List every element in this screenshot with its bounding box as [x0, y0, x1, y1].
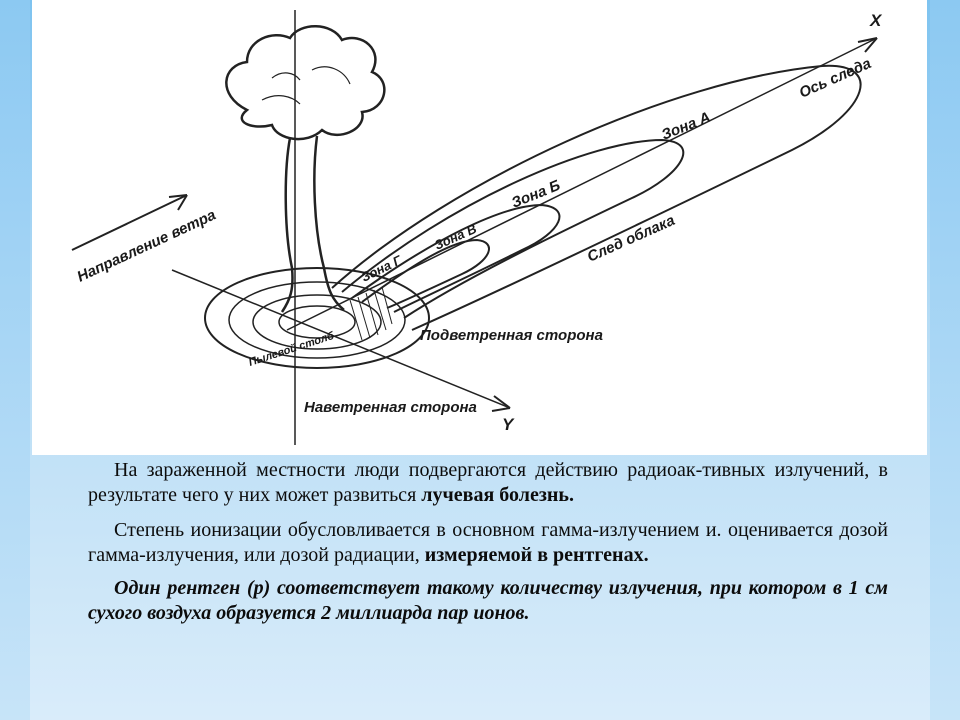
zone-b-boundary: [351, 203, 561, 313]
slide-frame-left: [0, 0, 30, 720]
paragraph-2-text: Степень ионизации обусловливается в осно…: [88, 519, 888, 566]
radiation-sickness-term: лучевая болезнь.: [421, 484, 574, 506]
zone-a-label: Зона А: [659, 109, 713, 144]
roentgen-measure-term: измеряемой в рентгенах.: [424, 544, 649, 566]
zone-a-boundary: [341, 138, 685, 319]
explanation-text: На зараженной местности люди подвергаютс…: [88, 458, 888, 636]
ground-zone-2: [228, 281, 406, 359]
zone-v-label: Зона В: [432, 221, 479, 253]
mushroom-cloud-cap: [225, 25, 386, 141]
cloud-stem-left: [280, 137, 294, 313]
cloud-trace-label: След облака: [585, 212, 678, 266]
windward-side-label: Наветренная сторона: [304, 399, 477, 416]
zone-g-label: Зона Г: [359, 252, 405, 285]
trace-axis-line: [286, 37, 878, 331]
axis-y-label: Y: [502, 415, 515, 434]
trace-outline-cloud: [331, 64, 862, 331]
trace-axis-arrowhead: [857, 37, 878, 53]
leeward-hatching: [349, 286, 393, 341]
ground-zone-inner: [278, 305, 356, 339]
wind-direction-label: Направление ветра: [75, 206, 219, 285]
contamination-diagram: X Y Ось следа Направление ветра Зона А З…: [71, 10, 883, 445]
leeward-side-label: Подветренная сторона: [420, 327, 603, 344]
ground-zone-3: [252, 294, 382, 350]
wind-arrow-line: [71, 194, 188, 251]
y-axis-arrowhead: [491, 395, 511, 412]
slide-frame-right: [930, 0, 960, 720]
wind-arrow-head: [168, 194, 188, 211]
paragraph-1: На зараженной местности люди подвергаютс…: [88, 458, 888, 508]
paragraph-3-definition: Один рентген (р) соответствует такому ко…: [88, 577, 888, 624]
contamination-diagram-panel: X Y Ось следа Направление ветра Зона А З…: [32, 0, 927, 455]
zone-v-boundary: [361, 238, 490, 309]
y-axis-line: [171, 269, 511, 409]
paragraph-1-text: На зараженной местности люди подвергаютс…: [88, 459, 888, 506]
cloud-texture: [261, 66, 351, 105]
cloud-stem-right: [313, 135, 345, 311]
axis-trace-label: Ось следа: [797, 55, 874, 102]
ground-zone-outer: [204, 267, 430, 369]
axis-x-label: X: [869, 11, 883, 30]
paragraph-2: Степень ионизации обусловливается в осно…: [88, 518, 888, 568]
